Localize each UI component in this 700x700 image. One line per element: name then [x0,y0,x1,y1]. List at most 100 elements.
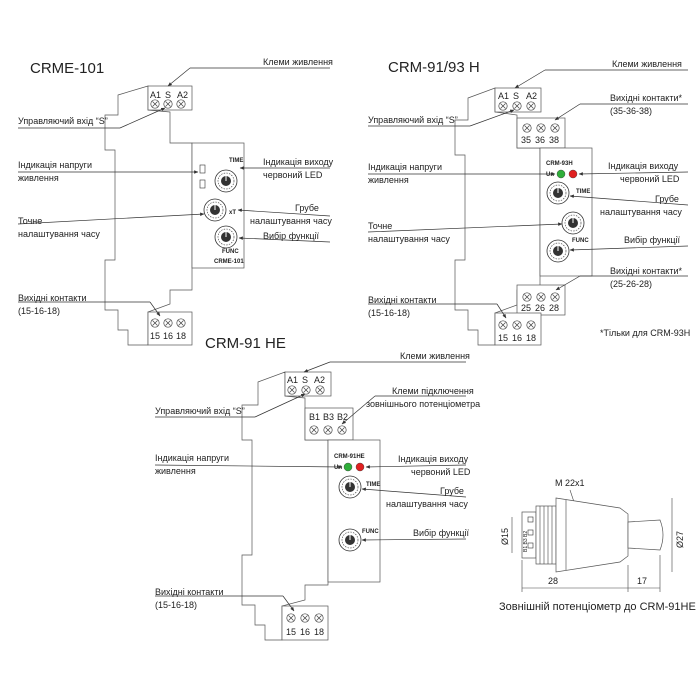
crm9193h-terminal-a1: A1 [498,91,509,101]
leader-line [341,395,376,425]
leader-line [282,595,295,612]
screw-icon [323,425,333,435]
screw-icon [337,425,347,435]
screw-icon [163,318,173,328]
crm9193h-callout-function: Вибір функції [624,235,681,245]
device-crme101: CRME-101 A1 S A2 15 16 18 TIME xT FUNC C… [17,57,334,346]
crm9193h-footnote: *Тільки для CRM-93H [600,328,690,338]
crm9193h-title: CRM-91/93 H [388,59,480,76]
crme101-callout-coarse-2: налаштування часу [250,216,332,226]
crme101-callout-fine-2: налаштування часу [18,229,100,239]
crme101-callout-power-ind-1: Індикація напруги [18,160,92,170]
crm91he-callout-output-ind-2: червоний LED [411,467,471,477]
crm9193h-terminal-35: 35 [521,135,531,145]
dial-icon [338,475,362,499]
crme101-bottom-block [147,311,193,346]
crm91he-terminal-b1: B1 [309,412,320,422]
screw-icon [550,123,560,133]
crme101-callout-out-1: Вихідні контакти [18,293,86,303]
dial-icon [546,181,570,205]
pot-pin [527,529,534,536]
crm91he-terminal-s: S [302,375,308,385]
crm9193h-callout-fine-1: Точне [368,221,392,231]
crm91he-callout-power-ind-2: живлення [155,466,196,476]
screw-icon [522,123,532,133]
crm91he-terminal-a2: A2 [314,375,325,385]
crm9193h-callout-out-top-2: (35-36-38) [610,106,652,116]
pot-pin [527,542,534,549]
crm91he-un-label: Un [334,465,342,471]
crm91he-callout-coarse-1: Грубе [440,486,464,496]
leader-line [496,303,507,319]
crm91he-callout-pot-2: зовнішнього потенціометра [366,399,480,409]
crme101-led-output [199,179,206,189]
crme101-terminal-15: 15 [150,331,160,341]
crm9193h-terminal-16: 16 [512,333,522,343]
crme101-face-label: CRME-101 [214,259,244,265]
leader-line [554,103,581,121]
screw-icon [150,99,160,109]
crm9193h-led-green [556,169,566,179]
screw-icon [536,292,546,302]
crme101-callout-coarse-1: Грубе [295,203,319,213]
crm9193h-terminal-a2: A2 [526,91,537,101]
screw-icon [522,292,532,302]
pot-len-shaft: 17 [637,576,647,586]
crm91he-terminal-16: 16 [300,627,310,637]
crm91he-callout-pot-1: Клеми підключення [392,386,474,396]
crm9193h-callout-out-1: Вихідні контакти [368,295,436,305]
screw-icon [498,101,508,111]
crm91he-led-red [355,462,365,472]
crm91he-callout-power-ind-1: Індикація напруги [155,453,229,463]
crm9193h-callout-power-ind-1: Індикація напруги [368,162,442,172]
crme101-callout-output-ind-2: червоний LED [263,170,323,180]
crm91he-terminal-b2: B2 [337,412,348,422]
crm9193h-callout-coarse-2: налаштування часу [600,207,682,217]
crme101-led-power [199,164,206,174]
crm91he-terminal-15: 15 [286,627,296,637]
crm9193h-led-red [568,169,578,179]
screw-icon [176,99,186,109]
screw-icon [526,101,536,111]
crm91he-terminal-b3: B3 [323,412,334,422]
pot-caption: Зовнішній потенціометр до CRM-91HE [499,601,696,613]
crm9193h-callout-out-top-1: Вихідні контакти* [610,93,682,103]
external-potentiometer: M 22x1 B1 B3 B2 Ø15 Ø27 28 17 Зов [499,478,696,613]
crm91he-func-label: FUNC [362,529,379,535]
crme101-callout-power-terminals: Клеми живлення [263,57,333,67]
screw-icon [512,320,522,330]
crm9193h-callout-out-mid-1: Вихідні контакти* [610,266,682,276]
crm9193h-un-label: Un [546,172,554,178]
screw-icon [150,318,160,328]
crme101-terminal-a1: A1 [150,90,161,100]
leader-line [303,361,331,373]
crm9193h-terminal-25: 25 [521,303,531,313]
crme101-xt-label: xT [229,210,236,216]
screw-icon [315,385,325,395]
leader-line [167,67,191,87]
leader-line [514,69,546,89]
device-crm9193h: CRM-91/93 H A1 S A2 35 36 38 CRM-93H Un … [367,59,690,346]
crm9193h-callout-out-mid-2: (25-26-28) [610,279,652,289]
crme101-callout-power-ind-2: живлення [18,173,59,183]
crm9193h-time-label: TIME [576,189,590,195]
crm91he-callout-coarse-2: налаштування часу [386,499,468,509]
pot-pin [527,516,534,523]
screw-icon [301,385,311,395]
leader-line [569,194,689,206]
crm91he-callout-output-ind-1: Індикація виходу [398,454,469,464]
crm91he-terminal-a1: A1 [287,375,298,385]
screw-icon [512,101,522,111]
leader-line [555,275,581,291]
leader-line [361,487,467,498]
screw-icon [314,613,324,623]
screw-icon [163,99,173,109]
dial-icon [546,239,570,263]
leader-line [469,109,515,127]
crm91he-callout-power-terminals: Клеми живлення [400,351,470,361]
leader-line [361,538,467,542]
screw-icon [550,292,560,302]
crme101-callout-out-2: (15-16-18) [18,306,60,316]
crm91he-callout-out-1: Вихідні контакти [155,587,223,597]
